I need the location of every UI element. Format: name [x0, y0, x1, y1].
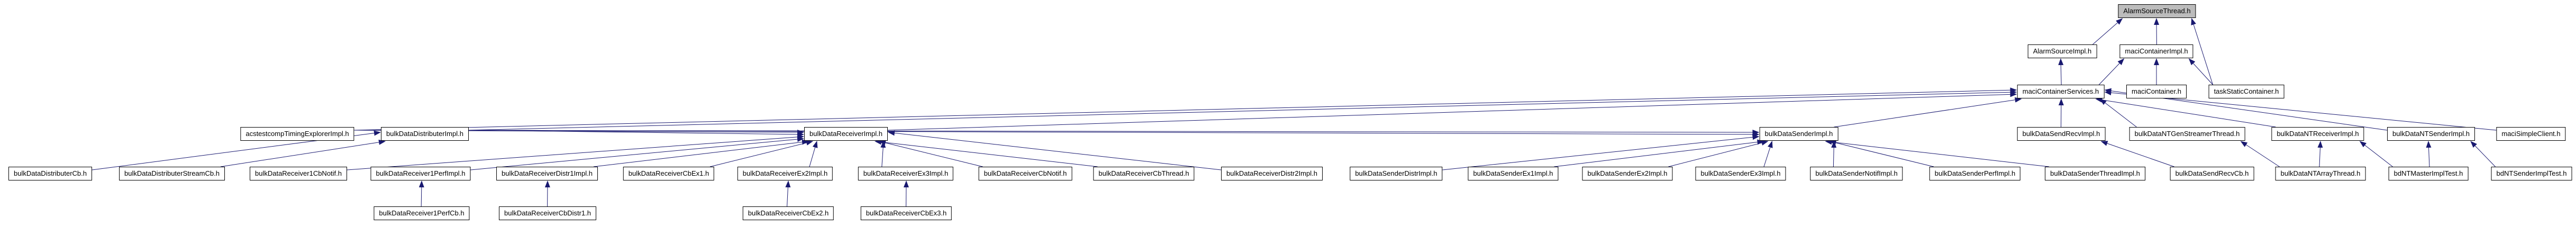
graph-node-bulkDataSenderNotifImpl[interactable]: bulkDataSenderNotifImpl.h: [1810, 167, 1903, 180]
graph-node-bulkDataReceiverEx2Impl[interactable]: bulkDataReceiverEx2Impl.h: [737, 167, 833, 180]
graph-node-bulkDataReceiverCbEx1[interactable]: bulkDataReceiverCbEx1.h: [623, 167, 715, 180]
graph-node-bulkDataReceiver1PerfCb[interactable]: bulkDataReceiver1PerfCb.h: [374, 206, 470, 220]
include-edge-bulkDataSenderImpl-to-maciContainerServices: [1834, 97, 2022, 128]
include-edge-bulkDataDistributerImpl-to-bulkDataSenderImpl: [468, 130, 1760, 137]
graph-node-AlarmSourceImpl[interactable]: AlarmSourceImpl.h: [2027, 44, 2097, 58]
graph-node-bulkDataSendRecvCb[interactable]: bulkDataSendRecvCb.h: [2170, 167, 2254, 180]
graph-node-bulkDataNTSenderImpl[interactable]: bulkDataNTSenderImpl.h: [2387, 127, 2475, 141]
graph-node-bulkDataReceiverCbDistr1[interactable]: bulkDataReceiverCbDistr1.h: [498, 206, 597, 220]
graph-node-maciSimpleClient[interactable]: maciSimpleClient.h: [2496, 127, 2566, 141]
include-edge-bulkDataNTReceiverImpl-to-maciContainerServices: [2095, 97, 2276, 128]
include-edge-bdNTMasterImplTest-to-bulkDataNTSenderImpl: [2426, 141, 2432, 167]
graph-node-bulkDataReceiverImpl[interactable]: bulkDataReceiverImpl.h: [804, 127, 888, 141]
graph-node-bulkDataSenderImpl[interactable]: bulkDataSenderImpl.h: [1759, 127, 1838, 141]
include-edge-maciContainerServices-to-maciContainerImpl: [2099, 58, 2125, 85]
include-edge-bulkDataSenderThreadImpl-to-bulkDataSenderImpl: [1825, 139, 2050, 167]
include-edge-bulkDataSendRecvCb-to-bulkDataSendRecvImpl: [2100, 141, 2174, 167]
graph-node-bulkDataSenderEx3Impl[interactable]: bulkDataSenderEx3Impl.h: [1695, 167, 1786, 180]
include-edge-bulkDataReceiverCbThread-to-bulkDataReceiverImpl: [875, 139, 1098, 167]
graph-node-bulkDataSenderDistrImpl[interactable]: bulkDataSenderDistrImpl.h: [1350, 167, 1443, 180]
graph-node-bulkDataReceiverCbEx3[interactable]: bulkDataReceiverCbEx3.h: [860, 206, 952, 220]
graph-node-taskStaticContainer[interactable]: taskStaticContainer.h: [2208, 85, 2284, 98]
graph-node-bulkDataReceiverCbNotif[interactable]: bulkDataReceiverCbNotif.h: [978, 167, 1072, 180]
graph-node-bulkDataSenderPerfImpl[interactable]: bulkDataSenderPerfImpl.h: [1929, 167, 2021, 180]
include-edge-bulkDataSenderNotifImpl-to-bulkDataSenderImpl: [1831, 141, 1837, 167]
graph-node-bulkDataSenderThreadImpl[interactable]: bulkDataSenderThreadImpl.h: [2045, 167, 2145, 180]
graph-node-bdNTSenderImplTest[interactable]: bdNTSenderImplTest.h: [2491, 167, 2572, 180]
graph-node-bulkDataReceiverDistr2Impl[interactable]: bulkDataReceiverDistr2Impl.h: [1221, 167, 1323, 180]
include-edge-maciSimpleClient-to-maciContainerServices: [2104, 90, 2497, 131]
include-edge-bulkDataDistributerImpl-to-bulkDataReceiverImpl: [468, 130, 804, 137]
graph-node-bulkDataSendRecvImpl[interactable]: bulkDataSendRecvImpl.h: [2017, 127, 2106, 141]
include-edge-bulkDataReceiverCbEx1-to-bulkDataReceiverImpl: [709, 140, 813, 167]
graph-node-bulkDataDistributerStreamCb[interactable]: bulkDataDistributerStreamCb.h: [119, 167, 225, 180]
include-edge-bulkDataSenderEx2Impl-to-bulkDataSenderImpl: [1668, 140, 1769, 167]
include-edge-bulkDataReceiverCbEx2-to-bulkDataReceiverEx2Impl: [785, 180, 791, 207]
include-edge-bdNTMasterImplTest-to-bulkDataNTReceiverImpl: [2359, 141, 2393, 167]
include-edge-taskStaticContainer-to-maciContainerImpl: [2188, 58, 2213, 85]
graph-node-maciContainerServices[interactable]: maciContainerServices.h: [2017, 85, 2105, 98]
graph-node-bulkDataReceiverCbEx2[interactable]: bulkDataReceiverCbEx2.h: [742, 206, 834, 220]
graph-node-AlarmSourceThread[interactable]: AlarmSourceThread.h: [2118, 4, 2196, 18]
include-edge-AlarmSourceImpl-to-AlarmSourceThread: [2092, 18, 2123, 45]
include-edge-bulkDataReceiver1PerfImpl-to-bulkDataReceiverImpl: [470, 137, 804, 170]
include-edge-bulkDataSenderPerfImpl-to-bulkDataSenderImpl: [1829, 140, 1934, 167]
graph-node-bulkDataReceiverEx3Impl[interactable]: bulkDataReceiverEx3Impl.h: [858, 167, 954, 180]
include-edge-bulkDataSenderEx1Impl-to-bulkDataSenderImpl: [1554, 139, 1764, 167]
include-edge-bulkDataReceiverEx3Impl-to-bulkDataReceiverImpl: [880, 141, 886, 167]
graph-node-bulkDataReceiver1CbNotif[interactable]: bulkDataReceiver1CbNotif.h: [249, 167, 348, 180]
graph-node-bulkDataReceiver1PerfImpl[interactable]: bulkDataReceiver1PerfImpl.h: [370, 167, 471, 180]
include-edge-bulkDataDistributerImpl-to-maciContainerServices: [468, 89, 2017, 131]
include-edge-bulkDataReceiverCbNotif-to-bulkDataReceiverImpl: [879, 140, 983, 167]
graph-node-bdNTMasterImplTest[interactable]: bdNTMasterImplTest.h: [2388, 167, 2469, 180]
graph-node-maciContainer[interactable]: maciContainer.h: [2126, 85, 2187, 98]
graph-node-bulkDataReceiverCbThread[interactable]: bulkDataReceiverCbThread.h: [1093, 167, 1195, 180]
include-edge-bulkDataReceiverImpl-to-maciContainerServices: [887, 92, 2017, 131]
include-edge-bulkDataNTGenStreamerThread-to-maciContainerServices: [2099, 98, 2137, 128]
graph-node-bulkDataNTArrayThread[interactable]: bulkDataNTArrayThread.h: [2275, 167, 2366, 180]
edge-group: [92, 18, 2497, 207]
include-edge-bulkDataNTArrayThread-to-bulkDataNTReceiverImpl: [2317, 141, 2323, 167]
include-edge-acstestcompTimingExplorerImpl-to-maciContainerServices: [354, 87, 2017, 131]
graph-node-bulkDataSenderEx1Impl[interactable]: bulkDataSenderEx1Impl.h: [1468, 167, 1559, 180]
graph-node-bulkDataDistributerCb[interactable]: bulkDataDistributerCb.h: [8, 167, 93, 180]
include-edge-bulkDataReceiverDistr1Impl-to-bulkDataReceiverImpl: [593, 139, 809, 167]
include-edge-bulkDataReceiverEx2Impl-to-bulkDataReceiverImpl: [809, 141, 818, 167]
include-edge-taskStaticContainer-to-AlarmSourceThread: [2191, 18, 2213, 85]
graph-node-acstestcompTimingExplorerImpl[interactable]: acstestcompTimingExplorerImpl.h: [240, 127, 354, 141]
include-edge-bulkDataSenderEx3Impl-to-bulkDataSenderImpl: [1763, 141, 1773, 167]
include-edge-bulkDataReceiver1CbNotif-to-bulkDataReceiverImpl: [347, 134, 804, 170]
graph-node-bulkDataDistributerImpl[interactable]: bulkDataDistributerImpl.h: [381, 127, 469, 141]
include-edge-bulkDataSenderDistrImpl-to-bulkDataSenderImpl: [1442, 134, 1760, 170]
graph-node-bulkDataNTGenStreamerThread[interactable]: bulkDataNTGenStreamerThread.h: [2129, 127, 2245, 141]
graph-node-bulkDataReceiverDistr1Impl[interactable]: bulkDataReceiverDistr1Impl.h: [496, 167, 598, 180]
include-edge-bulkDataNTArrayThread-to-bulkDataNTGenStreamerThread: [2240, 141, 2280, 167]
graph-node-bulkDataSenderEx2Impl[interactable]: bulkDataSenderEx2Impl.h: [1582, 167, 1673, 180]
graph-node-maciContainerImpl[interactable]: maciContainerImpl.h: [2119, 44, 2193, 58]
include-edge-bdNTSenderImplTest-to-bulkDataNTSenderImpl: [2470, 141, 2496, 167]
graph-node-bulkDataNTReceiverImpl[interactable]: bulkDataNTReceiverImpl.h: [2271, 127, 2364, 141]
include-edge-bulkDataDistributerStreamCb-to-bulkDataDistributerImpl: [220, 139, 386, 167]
include-edge-bulkDataReceiver1PerfCb-to-bulkDataReceiver1PerfImpl: [418, 180, 424, 207]
include-edge-bulkDataReceiverDistr2Impl-to-bulkDataReceiverImpl: [888, 130, 1222, 170]
